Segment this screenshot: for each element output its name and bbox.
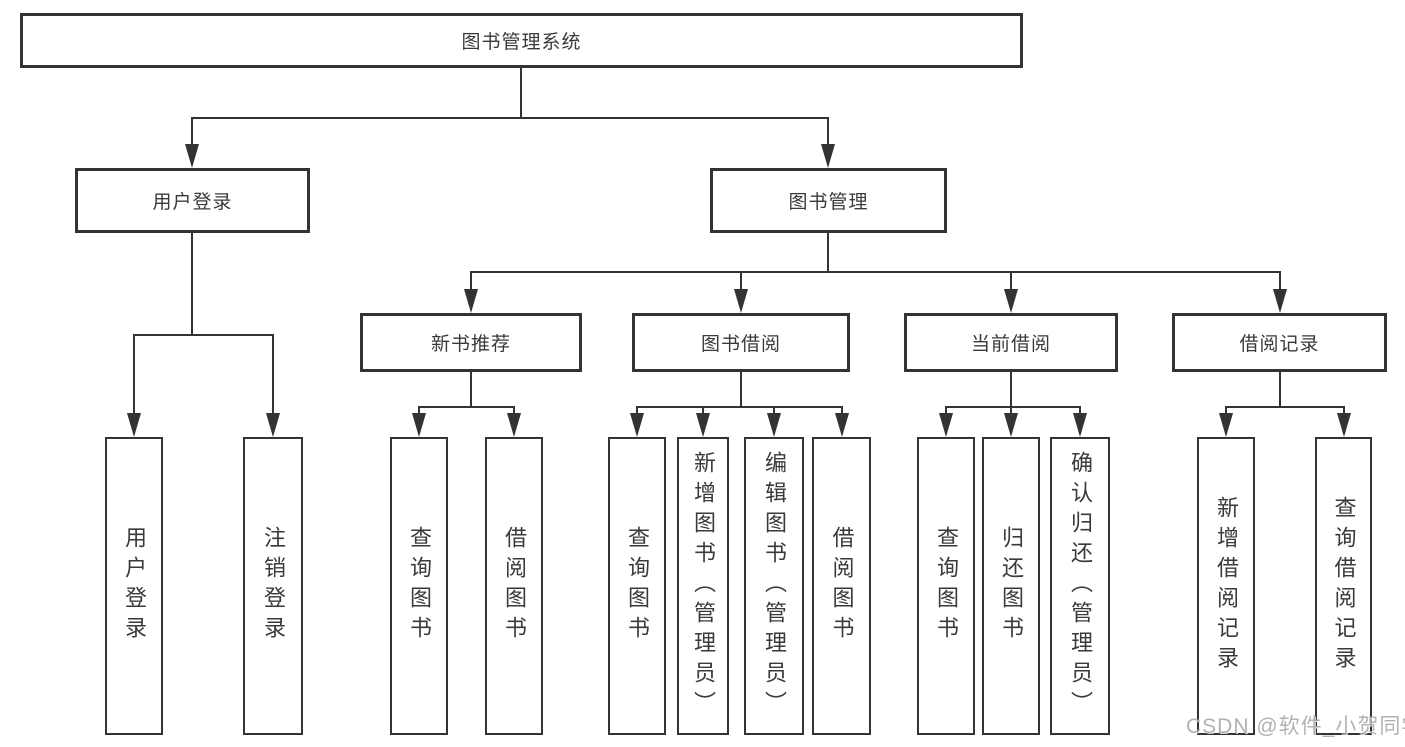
- arrow-down-icon: [185, 144, 199, 168]
- arrow-down-icon: [507, 413, 521, 437]
- arrow-down-icon: [1273, 289, 1287, 313]
- arrow-down-icon: [1219, 413, 1233, 437]
- connector-borrowing-records-to-leaves: [1219, 371, 1351, 437]
- node-label: 图书借阅: [700, 334, 781, 355]
- node-records-query-borrow-record: 查询借阅记录: [1315, 437, 1372, 735]
- node-borrowing-records: 借阅记录: [1172, 313, 1387, 372]
- node-label: 当前借阅: [970, 334, 1051, 355]
- node-label: 新书推荐: [430, 334, 511, 355]
- arrow-down-icon: [464, 289, 478, 313]
- node-recommend-query-books: 查询图书: [390, 437, 448, 735]
- arrow-down-icon: [1004, 413, 1018, 437]
- connector-current-borrowing-to-leaves: [939, 371, 1087, 437]
- node-current-query-books: 查询图书: [917, 437, 975, 735]
- node-borrowing-query-books: 查询图书: [608, 437, 666, 735]
- arrow-down-icon: [127, 413, 141, 437]
- node-records-add-borrow-record: 新增借阅记录: [1197, 437, 1255, 735]
- arrow-down-icon: [734, 289, 748, 313]
- node-borrowing-edit-books-admin: 编辑图书（管理员）: [744, 437, 804, 735]
- node-label: 查询图书: [934, 526, 959, 646]
- node-label: 图书管理系统: [461, 32, 582, 53]
- arrow-down-icon: [821, 144, 835, 168]
- node-label: 注销登录: [261, 526, 286, 646]
- node-label: 编辑图书（管理员）: [762, 451, 787, 721]
- node-label: 查询图书: [407, 526, 432, 646]
- node-new-book-recommend: 新书推荐: [360, 313, 582, 372]
- arrow-down-icon: [835, 413, 849, 437]
- node-label: 查询图书: [625, 526, 650, 646]
- node-root: 图书管理系统: [20, 13, 1023, 68]
- node-leaf-logout: 注销登录: [243, 437, 303, 735]
- arrow-down-icon: [1337, 413, 1351, 437]
- node-label: 查询借阅记录: [1331, 496, 1357, 676]
- node-book-borrowing: 图书借阅: [632, 313, 850, 372]
- connector-root-to-branches: [185, 67, 835, 168]
- node-label: 确认归还（管理员）: [1068, 451, 1093, 721]
- arrow-down-icon: [767, 413, 781, 437]
- node-label: 用户登录: [122, 526, 147, 646]
- node-book-management: 图书管理: [710, 168, 947, 233]
- arrow-down-icon: [696, 413, 710, 437]
- arrow-down-icon: [939, 413, 953, 437]
- node-borrowing-borrow-books: 借阅图书: [812, 437, 871, 735]
- connector-user-login-to-leaves: [127, 232, 280, 437]
- node-current-borrowing: 当前借阅: [904, 313, 1118, 372]
- arrow-down-icon: [412, 413, 426, 437]
- node-leaf-user-login: 用户登录: [105, 437, 163, 735]
- arrow-down-icon: [630, 413, 644, 437]
- node-label: 归还图书: [999, 526, 1024, 646]
- node-user-login: 用户登录: [75, 168, 310, 233]
- node-label: 用户登录: [152, 192, 233, 213]
- node-label: 新增借阅记录: [1214, 496, 1239, 676]
- node-borrowing-add-books-admin: 新增图书（管理员）: [677, 437, 729, 735]
- node-label: 新增图书（管理员）: [691, 451, 716, 721]
- node-recommend-borrow-books: 借阅图书: [485, 437, 543, 735]
- node-label: 借阅记录: [1239, 334, 1320, 355]
- node-label: 图书管理: [788, 192, 869, 213]
- node-label: 借阅图书: [829, 526, 855, 646]
- arrow-down-icon: [1004, 289, 1018, 313]
- connector-new-book-recommend-to-leaves: [412, 371, 521, 437]
- node-label: 借阅图书: [502, 526, 527, 646]
- arrow-down-icon: [266, 413, 280, 437]
- arrow-down-icon: [1073, 413, 1087, 437]
- node-current-confirm-return-admin: 确认归还（管理员）: [1050, 437, 1110, 735]
- connector-book-management-to-modules: [464, 232, 1287, 313]
- node-current-return-books: 归还图书: [982, 437, 1040, 735]
- connector-book-borrowing-to-leaves: [630, 371, 849, 437]
